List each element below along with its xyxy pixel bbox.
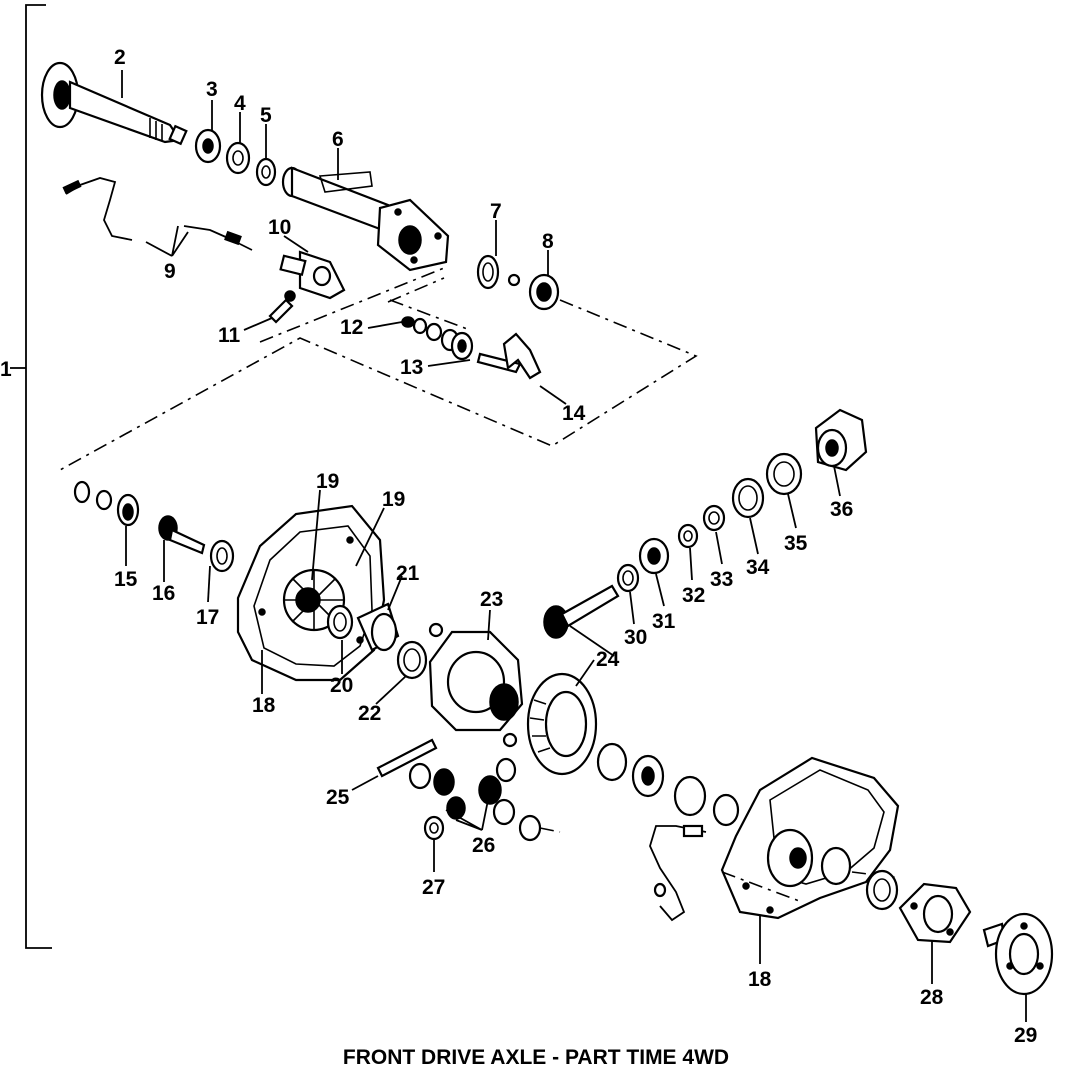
callout-3: 3 — [206, 78, 218, 101]
seal-4 — [225, 141, 251, 175]
axle-shaft — [40, 61, 188, 146]
bearing-21 — [356, 602, 400, 652]
bearing-31 — [638, 537, 670, 575]
carrier-housing-left — [236, 504, 386, 682]
callout-18-left: 18 — [252, 694, 276, 717]
callout-26: 26 — [472, 834, 495, 857]
callout-1: 1 — [0, 358, 12, 381]
bearing-20 — [326, 604, 354, 640]
vent-hose — [649, 824, 707, 922]
cover-28 — [898, 882, 972, 944]
callout-33: 33 — [710, 568, 733, 591]
shim-22 — [396, 640, 428, 680]
washer-pack — [73, 480, 113, 511]
callout-29: 29 — [1014, 1024, 1037, 1047]
pinion-16 — [158, 515, 206, 555]
bearing-5 — [255, 157, 277, 187]
clutch-gear-8 — [507, 273, 560, 311]
callout-19-right: 19 — [382, 488, 405, 511]
assembly-bracket — [10, 4, 52, 949]
callout-16: 16 — [152, 582, 175, 605]
callout-15: 15 — [114, 568, 138, 591]
spacer-32 — [677, 523, 699, 549]
thrust-washer-27 — [423, 815, 445, 841]
callout-23: 23 — [480, 588, 503, 611]
bearing-pack-right — [596, 742, 740, 827]
callout-22: 22 — [358, 702, 381, 725]
seal-34 — [731, 477, 765, 519]
callout-8: 8 — [542, 230, 554, 253]
output-flange-29 — [982, 912, 1054, 996]
callout-13: 13 — [400, 356, 423, 379]
callout-30: 30 — [624, 626, 647, 649]
deflector-35 — [765, 452, 803, 496]
callout-4: 4 — [234, 92, 246, 115]
callout-labels: 1 2 3 4 5 6 7 8 9 10 11 12 13 14 15 16 1… — [0, 46, 1037, 1047]
callout-7: 7 — [490, 200, 502, 223]
callout-35: 35 — [784, 532, 808, 555]
sensor-11 — [268, 290, 296, 324]
callout-32: 32 — [682, 584, 705, 607]
bearing-3 — [194, 128, 222, 164]
callout-18-right: 18 — [748, 968, 772, 991]
diagram-caption: FRONT DRIVE AXLE - PART TIME 4WD — [342, 1046, 730, 1069]
callout-24: 24 — [596, 648, 620, 671]
shift-fork-14 — [476, 332, 542, 380]
callout-9: 9 — [164, 260, 176, 283]
race-30 — [616, 563, 640, 593]
callout-12: 12 — [340, 316, 363, 339]
axle-tube-6 — [281, 166, 450, 272]
pinion-flange-36 — [814, 408, 868, 472]
cross-shaft-25 — [376, 738, 438, 778]
differential-case-23 — [428, 622, 524, 748]
callout-17: 17 — [196, 606, 219, 629]
shift-parts-13 — [440, 328, 474, 361]
bearing-33 — [702, 504, 726, 532]
callout-14: 14 — [562, 402, 586, 425]
callout-36: 36 — [830, 498, 853, 521]
callout-25: 25 — [326, 786, 350, 809]
seal-right — [865, 869, 899, 911]
yoke-17 — [209, 539, 235, 573]
callout-19-left: 19 — [316, 470, 339, 493]
ring-gear-24 — [526, 672, 598, 776]
callout-10: 10 — [268, 216, 291, 239]
pinion-gear — [543, 584, 620, 639]
callout-27: 27 — [422, 876, 445, 899]
callout-34: 34 — [746, 556, 770, 579]
actuator-wiring-9 — [62, 177, 253, 251]
switch-10 — [279, 250, 346, 300]
callout-6: 6 — [332, 128, 344, 151]
callout-11: 11 — [218, 324, 241, 347]
callout-20: 20 — [330, 674, 353, 697]
callout-28: 28 — [920, 986, 944, 1009]
callout-5: 5 — [260, 104, 272, 127]
spring-12 — [401, 316, 443, 342]
ring-7 — [476, 254, 500, 290]
callout-2: 2 — [114, 46, 126, 69]
leader-lines — [121, 70, 1027, 1022]
bearing-15 — [116, 493, 140, 527]
callout-21: 21 — [396, 562, 420, 585]
connector-lines-upper — [59, 267, 698, 471]
callout-31: 31 — [652, 610, 676, 633]
